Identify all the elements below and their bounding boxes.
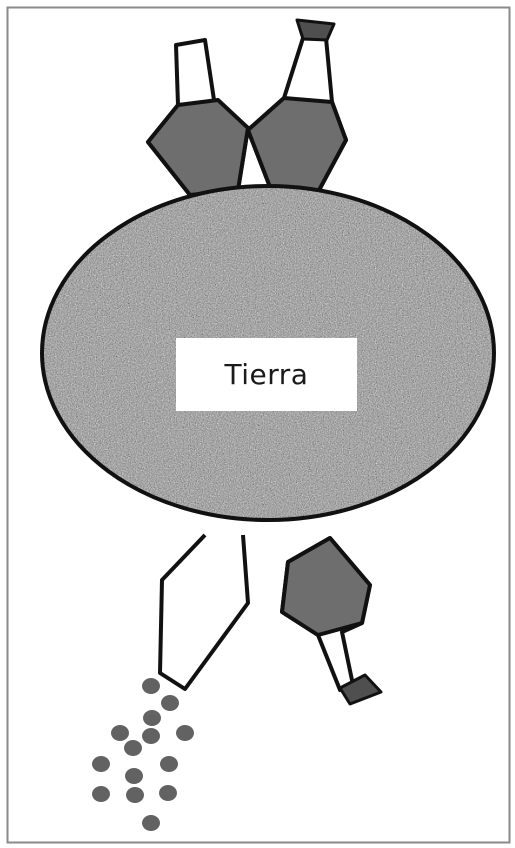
bottom-left-bottle-outline	[160, 535, 248, 689]
seed	[176, 725, 194, 741]
top-right-bottle	[248, 20, 346, 192]
bottom-right-bottle	[282, 538, 381, 704]
seed	[125, 768, 143, 784]
seeds	[92, 678, 194, 831]
earth-label: Tierra	[225, 358, 309, 391]
seed	[111, 725, 129, 741]
earth-label-box: Tierra	[176, 338, 357, 411]
seed	[142, 678, 160, 694]
seed	[159, 785, 177, 801]
bottom-right-bottle-liquid	[282, 538, 370, 635]
bottom-left-bottle	[160, 535, 248, 689]
seed	[161, 695, 179, 711]
seed	[92, 756, 110, 772]
top-right-bottle-cap	[297, 20, 334, 40]
top-right-bottle-liquid	[248, 98, 346, 192]
seed	[143, 710, 161, 726]
seed	[160, 756, 178, 772]
seed	[92, 786, 110, 802]
seed	[126, 787, 144, 803]
seed	[142, 728, 160, 744]
seed	[142, 815, 160, 831]
top-left-bottle-liquid	[148, 100, 248, 195]
top-left-bottle	[148, 40, 248, 195]
seed	[124, 740, 142, 756]
